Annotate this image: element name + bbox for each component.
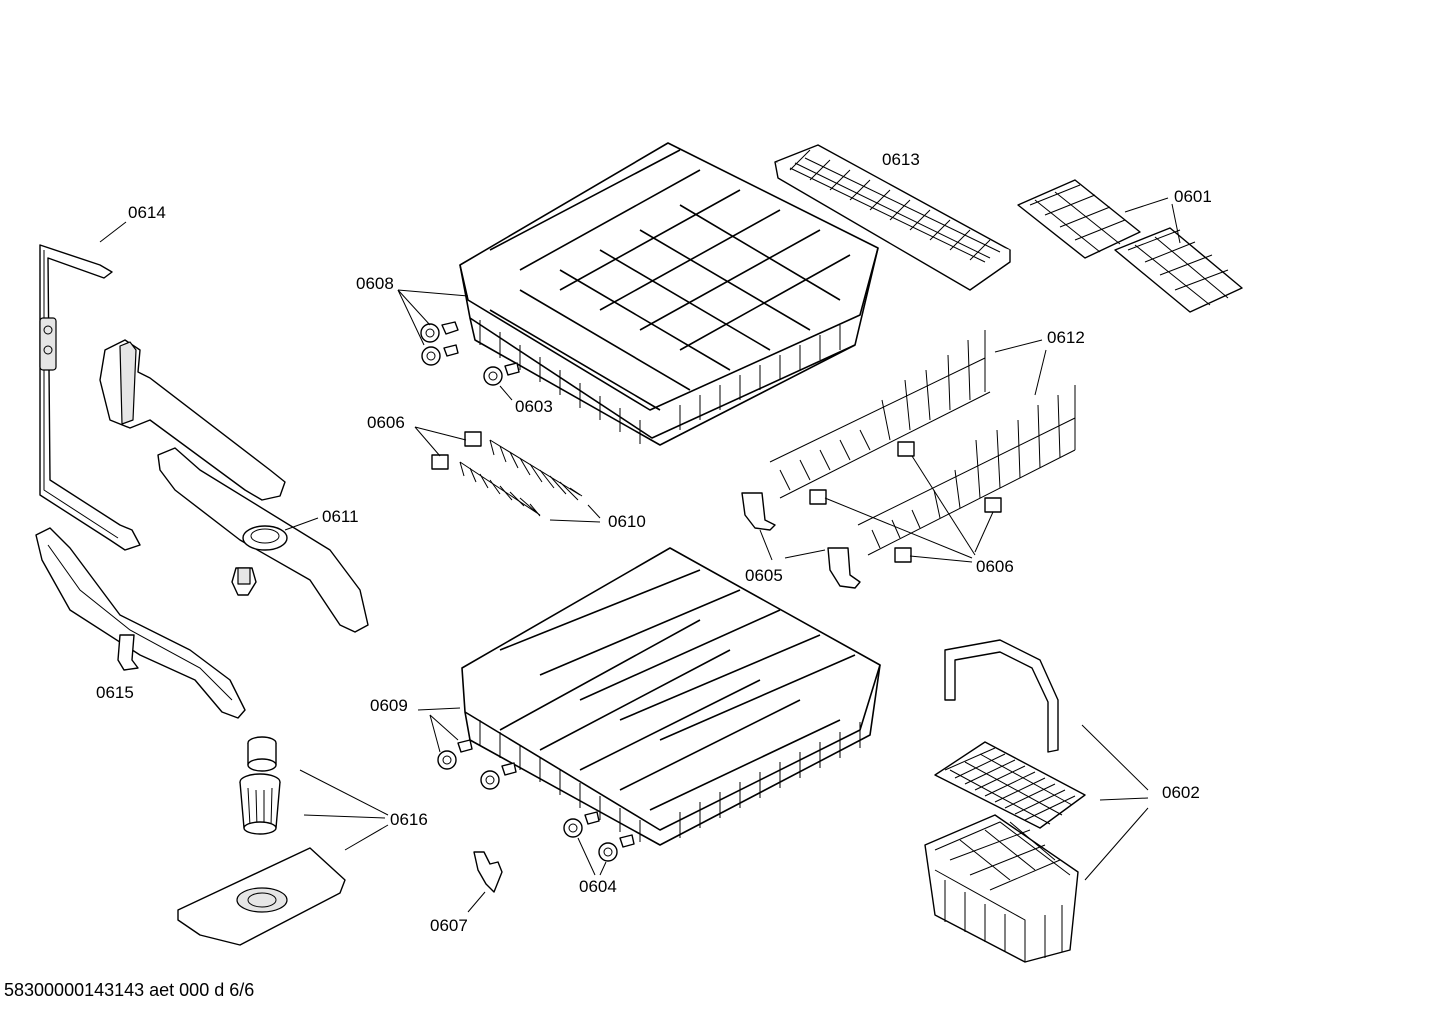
part-0612-folding-tines <box>769 330 1076 556</box>
label-0609: 0609 <box>370 696 408 715</box>
part-0615-lower-spray-arm <box>35 527 246 719</box>
part-upper-basket <box>397 142 879 446</box>
part-0606-clips <box>809 441 1002 563</box>
part-0611-upper-spray-arm <box>99 339 369 633</box>
part-0613-cutlery-tray <box>774 144 1011 291</box>
label-0612: 0612 <box>1047 328 1085 347</box>
label-0601: 0601 <box>1174 187 1212 206</box>
label-0606-left: 0606 <box>367 413 405 432</box>
part-0614-supply-pipe <box>39 221 141 551</box>
label-0607: 0607 <box>430 916 468 935</box>
part-0603-roller <box>483 362 520 401</box>
label-0606-right: 0606 <box>976 557 1014 576</box>
label-0615: 0615 <box>96 683 134 702</box>
label-0603: 0603 <box>515 397 553 416</box>
label-0605: 0605 <box>745 566 783 585</box>
part-0616-filter-assembly <box>177 736 389 946</box>
part-0604-rollers <box>563 811 635 876</box>
part-0610-folding-rack <box>414 426 601 523</box>
part-0602-cutlery-basket <box>924 639 1149 963</box>
part-0607-clip <box>467 851 503 913</box>
label-0608: 0608 <box>356 274 394 293</box>
label-0610: 0610 <box>608 512 646 531</box>
document-id: 58300000143143 aet 000 d 6/6 <box>4 980 255 1000</box>
label-0614: 0614 <box>128 203 166 222</box>
label-0604: 0604 <box>579 877 617 896</box>
label-0613: 0613 <box>882 150 920 169</box>
label-0616: 0616 <box>390 810 428 829</box>
label-0602: 0602 <box>1162 783 1200 802</box>
part-lower-basket <box>417 547 881 846</box>
label-0611: 0611 <box>322 507 359 526</box>
part-0605-rack-holders <box>741 492 861 589</box>
part-0601-cup-shelves <box>1017 179 1243 313</box>
